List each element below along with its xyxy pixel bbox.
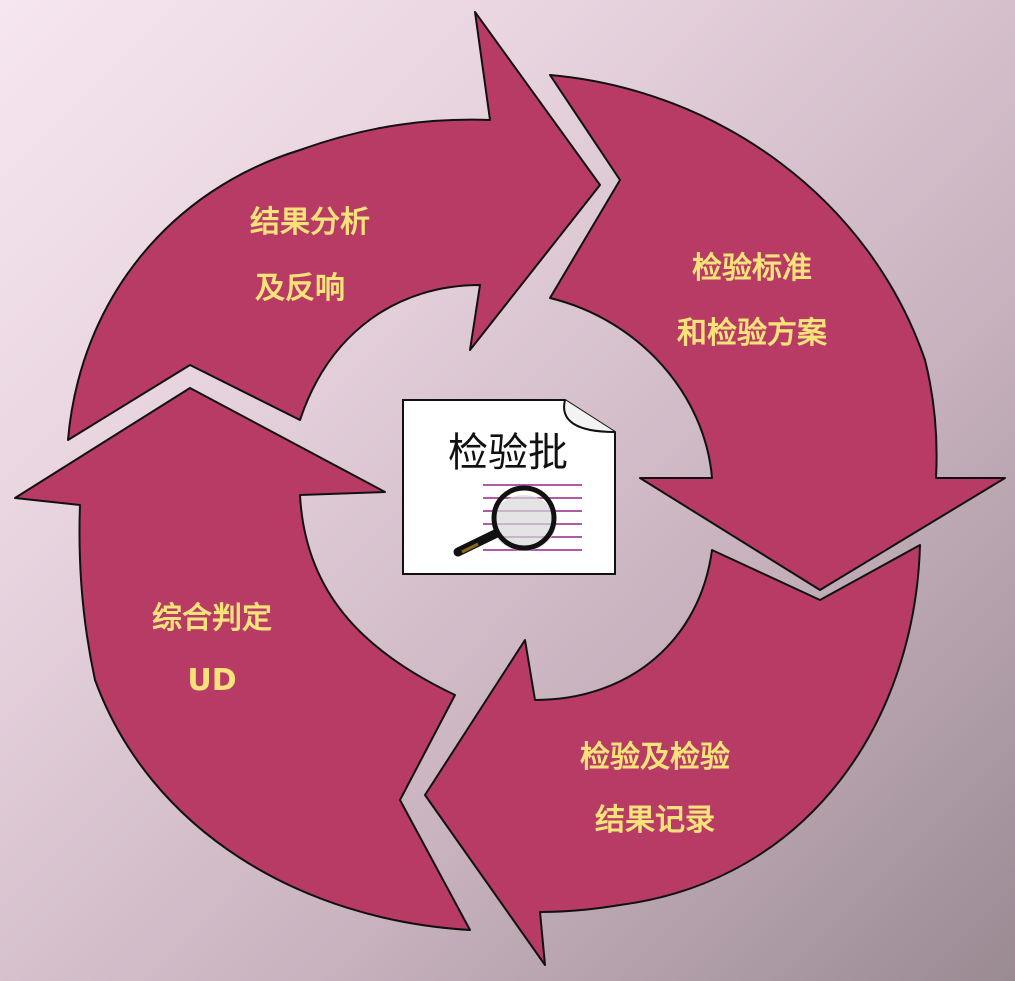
label-inspection-standard-line1: 检验标准 [692, 251, 812, 286]
label-inspection-record-line1: 检验及检验 [580, 740, 730, 775]
label-inspection-standard-line2: 和检验方案 [677, 316, 828, 351]
center-label: 检验批 [448, 430, 568, 476]
arrow-inspection-record [424, 544, 921, 966]
label-inspection-record-line2: 结果记录 [595, 803, 715, 838]
arrow-result-analysis [67, 11, 601, 441]
label-usage-decision-line1: 综合判定 [152, 601, 272, 636]
label-result-analysis-line1: 结果分析 [250, 205, 370, 240]
arrow-usage-decision [14, 387, 471, 931]
label-result-analysis-line2: 及反响 [255, 271, 345, 306]
magnifier-icon [453, 485, 557, 557]
inspection-lot-document-icon [402, 399, 616, 575]
arrow-inspection-standard [549, 74, 1006, 591]
label-usage-decision-line2: UD [187, 663, 236, 698]
